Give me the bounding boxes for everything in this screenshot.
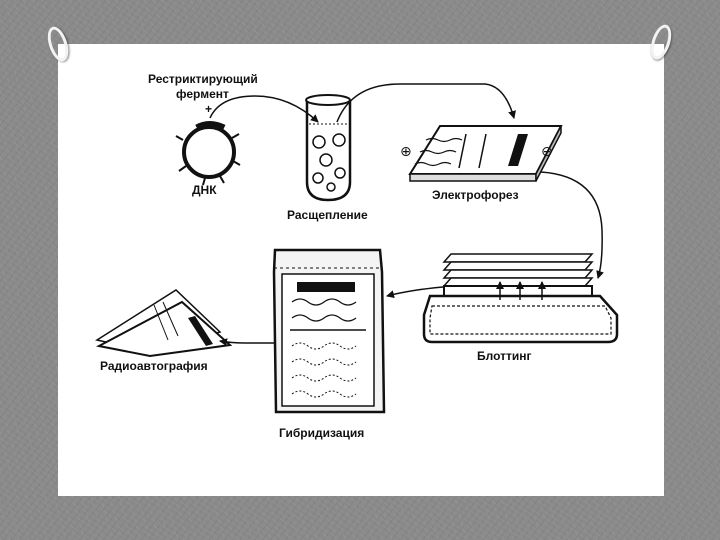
hybridization-bag-icon [272, 248, 386, 414]
process-flow-arrows [209, 83, 604, 347]
enzyme-label-line2: фермент [176, 87, 229, 101]
autoradiography-film-icon [95, 289, 233, 358]
autoradiography-label: Радиоавтография [100, 359, 208, 373]
positive-electrode-icon: ⊕ [400, 144, 412, 160]
electrophoresis-gel-icon [408, 125, 563, 182]
enzyme-plus-sign: + [205, 102, 212, 116]
enzyme-label: Рестриктирующий [148, 72, 258, 86]
hybridization-label: Гибридизация [279, 426, 364, 440]
test-tube-icon [305, 94, 352, 202]
dna-label: ДНК [192, 183, 217, 197]
dna-plasmid-icon [175, 121, 241, 186]
negative-electrode-icon: ⊖ [541, 144, 553, 160]
blotting-label: Блоттинг [477, 349, 532, 363]
cleavage-label: Расщепление [287, 208, 368, 222]
blotting-apparatus-icon [422, 253, 619, 344]
electrophoresis-label: Электрофорез [432, 188, 519, 202]
